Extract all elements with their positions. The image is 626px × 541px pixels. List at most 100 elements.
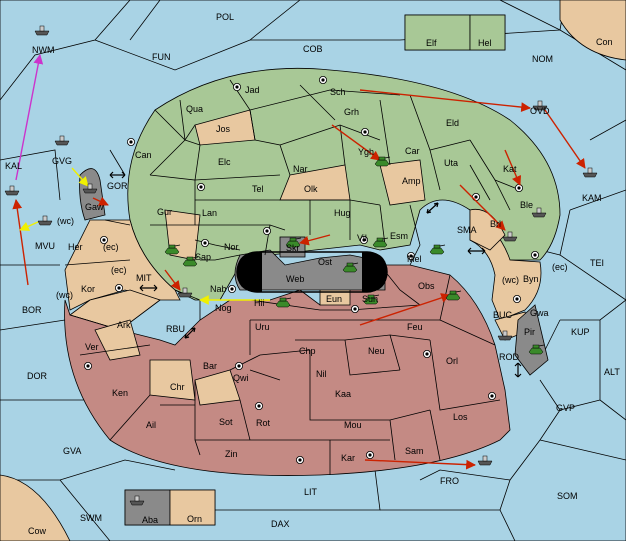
label-byn: Byn <box>523 274 539 284</box>
label-hug: Hug <box>334 208 351 218</box>
label-gwa: Gwa <box>530 308 549 318</box>
label-zin: Zin <box>225 449 238 459</box>
region-hel[interactable] <box>469 14 506 51</box>
label-nor: Nor <box>224 242 239 252</box>
label-chp: Chp <box>299 346 316 356</box>
label-ail: Ail <box>146 420 156 430</box>
label-swm: SWM <box>80 513 102 523</box>
label-nom: NOM <box>532 54 553 64</box>
label-gur: Gur <box>157 207 172 217</box>
label-cob: COB <box>303 44 323 54</box>
label-gvp: GVP <box>556 403 575 413</box>
region-elf[interactable] <box>404 14 471 51</box>
region-ark[interactable] <box>94 319 141 361</box>
label-sap: Sap <box>195 252 211 262</box>
label-aba: Aba <box>142 515 158 525</box>
label-qua: Qua <box>186 104 203 114</box>
label-jad: Jad <box>245 85 260 95</box>
label-sma: SMA <box>457 225 477 235</box>
label-kar: Kar <box>341 453 355 463</box>
label-eld: Eld <box>446 118 459 128</box>
label-ble: Ble <box>520 200 533 210</box>
label-elf: Elf <box>426 38 437 48</box>
label-gva: GVA <box>63 446 81 456</box>
region-amp-inner <box>379 159 426 206</box>
label-neu: Neu <box>368 346 385 356</box>
move-orders <box>12 54 586 470</box>
label-dax: DAX <box>271 519 290 529</box>
label-ost: Ost <box>318 257 333 267</box>
label-uru: Uru <box>255 322 270 332</box>
label-ec1: (ec) <box>103 242 119 252</box>
label-hii: Hii <box>254 298 265 308</box>
label-rod: ROD <box>499 352 520 362</box>
label-cow: Cow <box>28 526 47 536</box>
label-wc1: (wc) <box>57 216 74 226</box>
label-brl: Brl <box>490 219 501 229</box>
label-mvu: MVU <box>35 241 55 251</box>
label-ygh: Ygh <box>358 147 374 157</box>
label-eun: Eun <box>326 294 342 304</box>
label-con: Con <box>596 37 613 47</box>
label-qwi: Qwi <box>233 373 249 383</box>
label-orn: Orn <box>187 514 202 524</box>
label-nab: Nab <box>210 284 227 294</box>
land-borders <box>64 79 521 475</box>
region-pir[interactable] <box>514 304 549 376</box>
label-nog: Nog <box>215 303 232 313</box>
region-aba[interactable] <box>124 489 171 526</box>
label-sun: Sun <box>362 294 378 304</box>
label-ec3: (ec) <box>111 265 127 275</box>
label-tel: Tel <box>252 184 264 194</box>
label-gor: GOR <box>107 181 128 191</box>
label-gvg: GVG <box>52 156 72 166</box>
label-ver: Ver <box>85 342 99 352</box>
label-pir: Pir <box>524 327 535 337</box>
label-tei: TEI <box>590 258 604 268</box>
label-wc3: (wc) <box>56 290 73 300</box>
label-ovd: OVD <box>530 106 550 116</box>
label-amp: Amp <box>402 176 421 186</box>
region-orn[interactable] <box>169 489 216 526</box>
label-jos: Jos <box>216 124 231 134</box>
label-grh: Grh <box>344 107 359 117</box>
label-los: Los <box>453 412 468 422</box>
label-rot: Rot <box>256 418 271 428</box>
label-som: SOM <box>557 491 578 501</box>
label-olk: Olk <box>304 184 318 194</box>
label-ken: Ken <box>112 388 128 398</box>
label-nwm: NWM <box>32 45 55 55</box>
label-dor: DOR <box>27 371 48 381</box>
region-labels: POL FUN COB NOM Con Elf Hel NWM Jad Sch … <box>5 12 620 536</box>
strait-east-cap <box>362 252 387 292</box>
label-hel: Hel <box>478 38 492 48</box>
label-kor: Kor <box>81 284 95 294</box>
label-rbu: RBU <box>166 324 185 334</box>
label-lit: LIT <box>304 487 318 497</box>
label-kam: KAM <box>582 193 602 203</box>
label-sam: Sam <box>405 446 424 456</box>
label-kal: KAL <box>5 161 22 171</box>
label-web: Web <box>286 274 304 284</box>
label-fun: FUN <box>152 52 171 62</box>
label-lan: Lan <box>202 208 217 218</box>
label-her: Her <box>68 242 83 252</box>
label-alt: ALT <box>604 367 620 377</box>
label-wc2: (wc) <box>502 275 519 285</box>
strait-west-cap <box>237 252 262 292</box>
region-chr-outer[interactable] <box>149 359 196 401</box>
label-kup: KUP <box>571 327 590 337</box>
label-car: Car <box>405 146 420 156</box>
label-ark: Ark <box>117 320 131 330</box>
label-sch: Sch <box>330 87 346 97</box>
label-bor: BOR <box>22 305 42 315</box>
label-kat: Kat <box>503 164 517 174</box>
label-sot: Sot <box>219 417 233 427</box>
label-can: Can <box>135 150 152 160</box>
label-orl: Orl <box>446 356 458 366</box>
label-obs: Obs <box>418 281 435 291</box>
label-ec2: (ec) <box>552 262 568 272</box>
label-bar: Bar <box>203 361 217 371</box>
label-nar: Nar <box>293 164 308 174</box>
